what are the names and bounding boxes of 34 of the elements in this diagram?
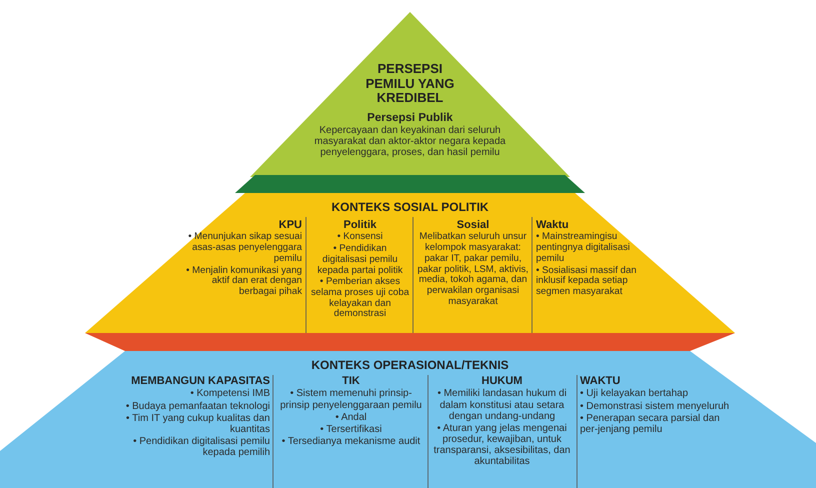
tier-heading: KONTEKS SOSIAL POLITIK [330, 201, 490, 214]
bullet-point: • Mainstreamingisu pentingnya digitalisasi pemilu [536, 232, 631, 265]
bullet-point: • Sistem memenuhi prinsip-prinsip penyelenggaraan pemilu [279, 388, 423, 411]
bullet-point: • Uji kelayakan bertahap [580, 388, 690, 400]
subheading: Persepsi Publik [366, 112, 454, 125]
description-text: Melibatkan seluruh unsur kelompok masyarakat: pakar IT, pakar pemilu, pakar politik, LSM, aktivis, media, tokoh agama, dan perwakilan organisasi masyarakat [417, 232, 529, 308]
bullet-point: • Pendidikan digitalisasi pemilu kepada pemilih [132, 436, 270, 458]
tier-heading: PERSEPSI PEMILU YANG KREDIBEL [364, 62, 456, 106]
bullet-point: • Menunjukan sikap sesuai asas-asas penyelenggara pemilu [187, 232, 302, 265]
description-text: Kepercayaan dan keyakinan dari seluruh masyarakat dan aktor-aktor negara kepada penyelenggara, proses, dan hasil pemilu [313, 124, 507, 158]
column-heading: Sosial [456, 219, 490, 232]
bullet-point: • Aturan yang jelas mengenai prosedur, kewajiban, untuk transparansi, aksesibilitas, dan akuntabilitas [432, 422, 572, 468]
bullet-point: • Konsensi [336, 232, 384, 244]
bullet-point: • Budaya pemanfaatan teknologi [124, 400, 270, 412]
bullet-point: • Menjalin komunikasi yang aktif dan erat dengan berbagai pihak [185, 266, 302, 298]
bullet-point: • Penerapan secara parsial dan per-jenjang pemilu [580, 412, 721, 436]
column-heading: WAKTU [580, 375, 622, 388]
column-heading: HUKUM [480, 375, 524, 388]
bullet-point: • Tersertifikasi [319, 424, 383, 436]
bullet-point: • Kompetensi IMB [189, 388, 270, 400]
bullet-point: • Tim IT yang cukup kualitas dan kuantitas [125, 412, 270, 436]
column-heading: Politik [342, 219, 378, 232]
bullet-point: • Memiliki landasan hukum di dalam konstitusi atau setara dengan undang-undang [436, 388, 568, 422]
tier-heading: KONTEKS OPERASIONAL/TEKNIS [310, 359, 510, 372]
bullet-point: • Pemberian akses selama proses uji coba kelayakan dan demonstrasi [310, 277, 410, 320]
column-heading: TIK [341, 375, 361, 388]
bullet-point: • Andal [334, 412, 368, 423]
column-heading: KPU [278, 219, 302, 232]
column-heading: MEMBANGUN KAPASITAS [130, 375, 270, 388]
bullet-point: • Demonstrasi sistem menyeluruh [580, 400, 730, 412]
bullet-point: • Sosialisasi massif dan inklusif kepada setiap segmen masyarakat [536, 266, 638, 298]
bullet-point: • Pendidikan digitalisasi pemilu kepada partai politik [316, 244, 404, 276]
bullet-point: • Tersedianya mekanisme audit [280, 436, 422, 448]
column-heading: Waktu [536, 219, 570, 232]
